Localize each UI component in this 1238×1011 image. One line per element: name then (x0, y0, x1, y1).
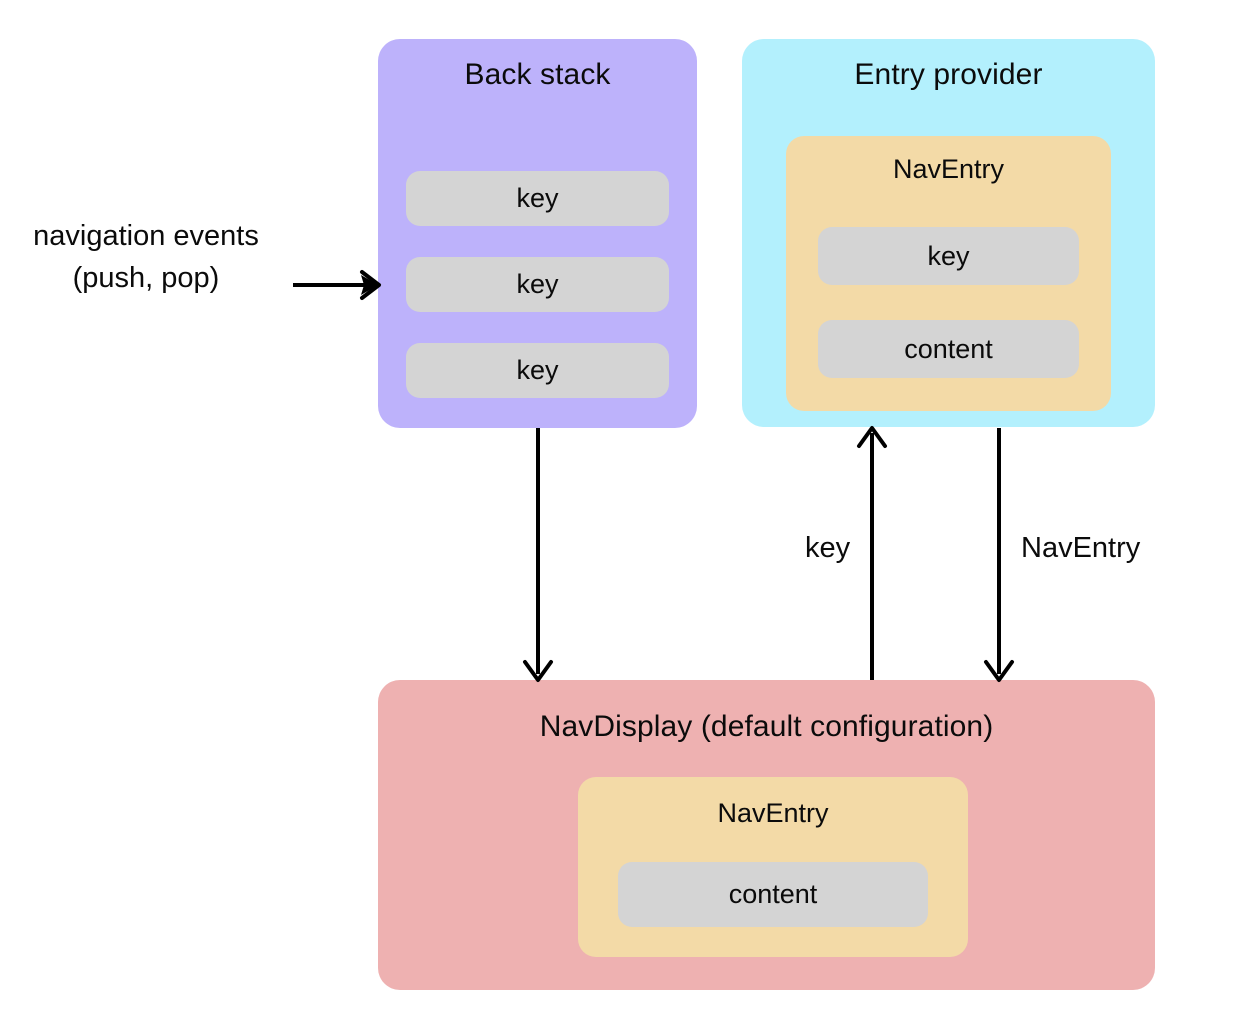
back-stack-key-item-2: key (406, 257, 669, 312)
entry-provider-title: Entry provider (854, 58, 1043, 91)
navigation-events-line2: (push, pop) (72, 262, 220, 294)
back-stack-key-item-1: key (406, 171, 669, 226)
navigation-events-label: navigation events (push, pop) (8, 215, 284, 299)
back-stack-title: Back stack (464, 58, 611, 91)
entry-provider-nav-entry-content-slot: content (818, 320, 1079, 378)
nav-display-title: NavDisplay (default configuration) (539, 710, 994, 743)
navigation-events-line1: navigation events (33, 220, 259, 252)
arrow-entry-provider-to-nav-display-icon (984, 428, 1014, 682)
arrow-nav-events-to-back-stack-icon (293, 270, 381, 300)
connection-label-key: key (805, 532, 851, 564)
nav-display-nav-entry-content-slot: content (618, 862, 928, 927)
connection-label-nav-entry: NavEntry (1021, 532, 1141, 564)
entry-provider-nav-entry-key-slot: key (818, 227, 1079, 285)
arrow-back-stack-to-nav-display-icon (523, 428, 553, 682)
back-stack-key-item-3: key (406, 343, 669, 398)
arrow-nav-display-to-entry-provider-icon (857, 426, 887, 680)
nav-display-nav-entry-title: NavEntry (717, 798, 829, 828)
entry-provider-nav-entry-title: NavEntry (892, 154, 1005, 184)
